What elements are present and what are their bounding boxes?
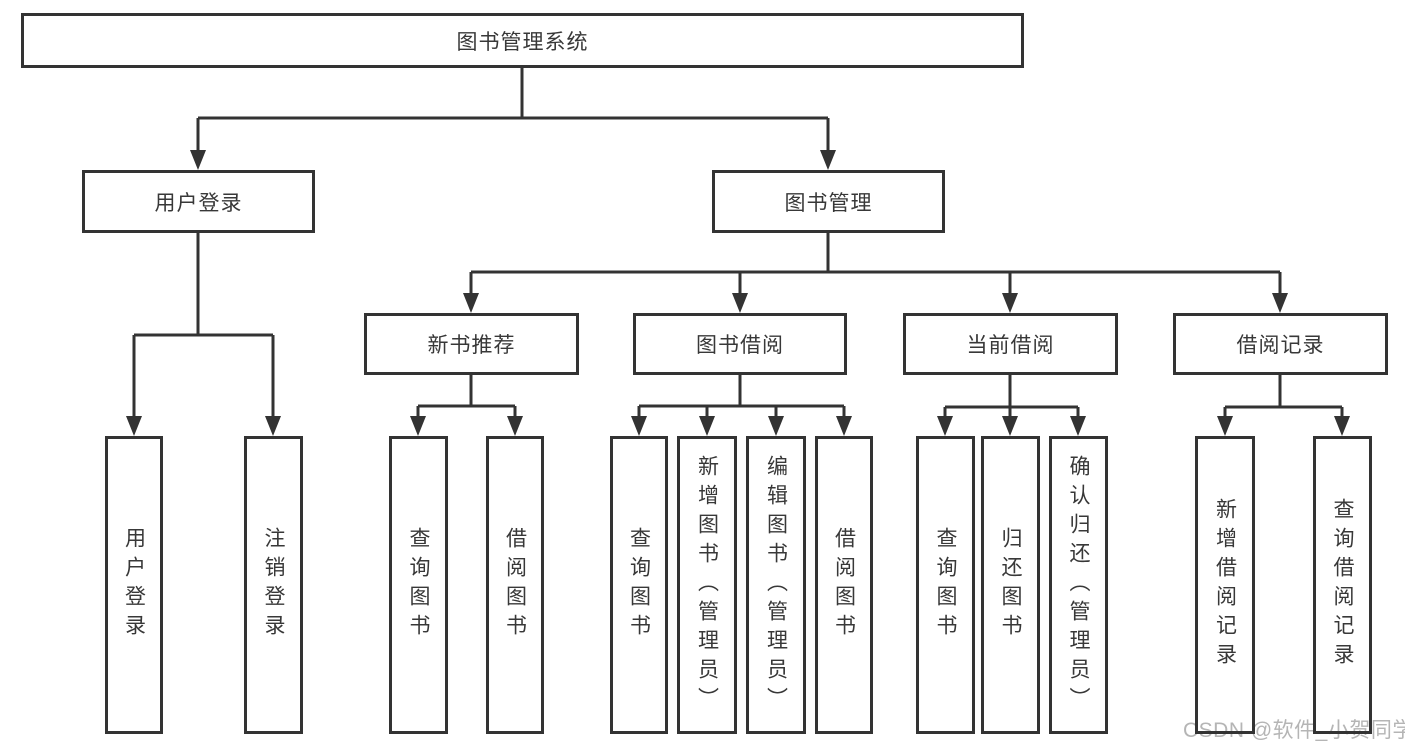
leaf-nbr-borrow-books-label: 借阅图书 — [503, 527, 527, 643]
leaf-user-login: 用户登录 — [105, 436, 163, 734]
leaf-user-login-label: 用户登录 — [122, 527, 146, 643]
node-book-borrow-label: 图书借阅 — [696, 334, 784, 357]
node-borrow-records-label: 借阅记录 — [1236, 334, 1325, 357]
leaf-bb-add-books-admin-label: 新增图书（管理员） — [695, 454, 719, 716]
leaf-bb-edit-books-admin-label: 编辑图书（管理员） — [764, 454, 788, 716]
node-book-borrow: 图书借阅 — [633, 313, 847, 375]
leaf-cb-query-books: 查询图书 — [916, 436, 975, 734]
leaf-bb-add-books-admin: 新增图书（管理员） — [677, 436, 737, 734]
node-user-login-label: 用户登录 — [154, 191, 243, 215]
node-current-borrow-label: 当前借阅 — [966, 334, 1055, 357]
leaf-logout: 注销登录 — [244, 436, 303, 734]
leaf-bb-query-books: 查询图书 — [610, 436, 668, 734]
node-user-login: 用户登录 — [82, 170, 315, 233]
leaf-nbr-query-books-label: 查询图书 — [407, 527, 430, 643]
leaf-nbr-borrow-books: 借阅图书 — [486, 436, 544, 734]
leaf-cb-confirm-return-admin-label: 确认归还（管理员） — [1067, 454, 1090, 716]
node-new-book-recommend: 新书推荐 — [364, 313, 579, 375]
leaf-br-query-record-label: 查询借阅记录 — [1331, 498, 1354, 672]
leaf-br-add-record: 新增借阅记录 — [1195, 436, 1255, 734]
leaf-cb-return-books: 归还图书 — [981, 436, 1040, 734]
leaf-cb-query-books-label: 查询图书 — [934, 527, 957, 643]
node-book-management: 图书管理 — [712, 170, 945, 233]
node-new-book-recommend-label: 新书推荐 — [427, 334, 516, 357]
leaf-logout-label: 注销登录 — [262, 527, 285, 643]
leaf-cb-confirm-return-admin: 确认归还（管理员） — [1049, 436, 1108, 734]
node-current-borrow: 当前借阅 — [903, 313, 1118, 375]
node-book-management-label: 图书管理 — [784, 191, 873, 215]
leaf-nbr-query-books: 查询图书 — [389, 436, 448, 734]
leaf-bb-borrow-books: 借阅图书 — [815, 436, 873, 734]
leaf-bb-edit-books-admin: 编辑图书（管理员） — [746, 436, 806, 734]
leaf-bb-query-books-label: 查询图书 — [627, 527, 651, 643]
leaf-br-query-record: 查询借阅记录 — [1313, 436, 1372, 734]
node-borrow-records: 借阅记录 — [1173, 313, 1388, 375]
arrowhead-icons — [126, 150, 1350, 436]
leaf-cb-return-books-label: 归还图书 — [999, 527, 1022, 643]
leaf-br-add-record-label: 新增借阅记录 — [1213, 498, 1237, 672]
node-root-label: 图书管理系统 — [456, 30, 589, 54]
node-root: 图书管理系统 — [21, 13, 1024, 68]
csdn-watermark: CSDN @软件_小贺同学 — [1183, 719, 1405, 742]
leaf-bb-borrow-books-label: 借阅图书 — [832, 527, 856, 643]
